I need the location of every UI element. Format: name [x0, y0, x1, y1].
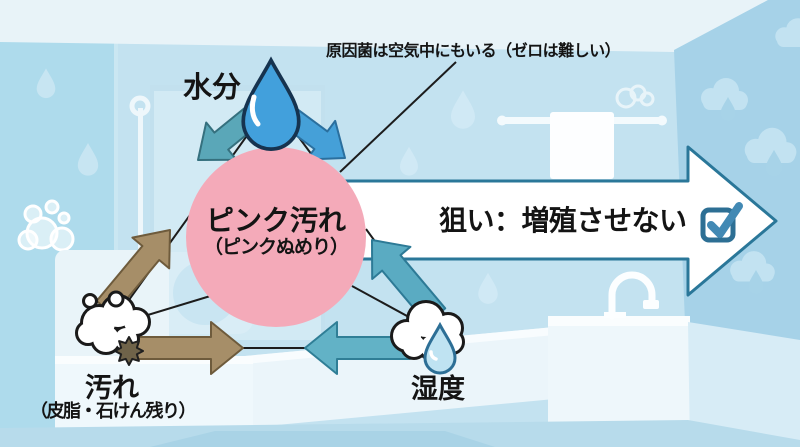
- cloud-drop-icon: [390, 300, 465, 375]
- ceiling: [0, 0, 768, 52]
- soap-suds-decor: [17, 199, 75, 252]
- wall-corner-edge: [114, 0, 118, 447]
- center-title: ピンク汚れ: [205, 205, 346, 236]
- center-subtitle: （ピンクぬめり）: [203, 237, 349, 258]
- water-drop-icon: [241, 58, 301, 151]
- bubble-icon: [82, 293, 98, 309]
- bubble-icon: [107, 290, 125, 308]
- soap-scribble-decor: [615, 84, 655, 109]
- dirt-particle-icon: [114, 336, 144, 366]
- towel-rack: [497, 112, 667, 179]
- note-callout-line: [339, 61, 457, 173]
- faucet: [604, 271, 659, 320]
- goal-label: 狙い：増殖させない: [439, 205, 687, 236]
- dirt-sublabel: （皮脂・石けん残り）: [30, 401, 197, 421]
- center-label: ピンク汚れ （ピンクぬめり）: [156, 205, 396, 259]
- dirt-label: 汚れ: [85, 373, 139, 403]
- moisture-label: 水分: [183, 72, 242, 104]
- humidity-label: 湿度: [411, 374, 465, 404]
- towel: [550, 112, 614, 179]
- note-text: 原因菌は空気中にもいる（ゼロは難しい）: [326, 43, 621, 60]
- pink-slime-circle: [186, 147, 366, 327]
- soap-foam-icon: [75, 290, 151, 366]
- checkbox-checked-icon: [700, 202, 743, 243]
- shower-pole: [129, 95, 151, 258]
- bath-mat: [150, 431, 495, 447]
- arrow-dirt-to-humidity: [129, 321, 244, 375]
- right-wainscot: [688, 322, 800, 447]
